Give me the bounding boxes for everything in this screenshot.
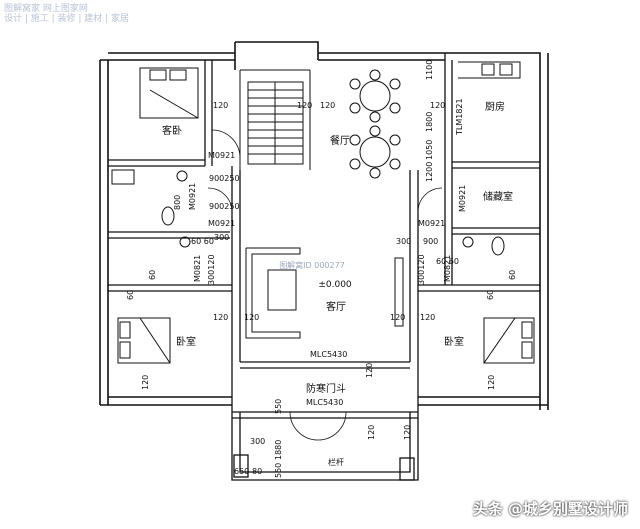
bath-fixtures (111, 169, 505, 256)
dim-300: 300 (396, 237, 411, 246)
dim-120: 120 (420, 313, 435, 322)
dim-900: 900 (423, 237, 438, 246)
label-guest-bedroom: 客卧 (162, 124, 182, 137)
dim-120: 120 (244, 313, 259, 322)
dim-300120: 300120 (207, 254, 216, 285)
sofa-set (245, 247, 404, 339)
door-m0921-a: M0921 (208, 151, 235, 160)
dim-60-60: 60 60 (191, 237, 214, 246)
dim-120: 120 (430, 101, 445, 110)
dim-120: 120 (403, 425, 412, 440)
door-swings (207, 129, 443, 441)
dim-120: 120 (365, 363, 374, 378)
label-vestibule: 防寒门斗 (306, 382, 346, 395)
dim-550: 550 (274, 463, 283, 478)
label-storage: 储藏室 (483, 190, 513, 203)
label-living: 客厅 (326, 300, 346, 313)
dim-60: 60 (508, 270, 517, 280)
kitchen-counter (458, 61, 521, 79)
door-tlm1821: TLM1821 (455, 98, 464, 136)
dim-120: 120 (390, 313, 405, 322)
dim-120: 120 (367, 425, 376, 440)
dim-60: 60 (126, 290, 135, 300)
door-m0921-f: M0921 (319, 181, 328, 208)
label-bedroom-right: 卧室 (444, 335, 464, 348)
dim-1800: 1800 (425, 112, 434, 132)
watermark-top-line1: 图解窝家 网上图家网 (4, 4, 88, 14)
stair (239, 69, 311, 170)
interior-walls (108, 53, 540, 405)
door-m0921-d: M0921 (188, 183, 197, 210)
dim-120: 120 (141, 375, 150, 390)
watermark-center: 图解窝ID 000277 (279, 260, 345, 270)
vestibule-walls (231, 405, 419, 481)
bed-left (117, 317, 171, 364)
dim-120: 120 (297, 101, 312, 110)
label-dining: 餐厅 (330, 134, 350, 147)
dim-120: 120 (320, 101, 335, 110)
label-kitchen: 厨房 (485, 100, 505, 113)
dim-60: 60 (486, 290, 495, 300)
elevation-mark: ±0.000 (318, 280, 352, 290)
dim-60: 60 (148, 270, 157, 280)
door-m0921-e: M0921 (458, 185, 467, 212)
bed-guest (139, 67, 199, 119)
dim-120: 120 (487, 375, 496, 390)
dim-1050: 1050 (425, 140, 434, 160)
dim-120: 120 (213, 101, 228, 110)
dining-tables (349, 69, 401, 179)
dim-800: 800 (173, 195, 182, 210)
dim-1200: 1200 (425, 162, 434, 182)
label-railing: 栏杆 (328, 457, 344, 467)
door-mlc5430-b: MLC5430 (306, 398, 343, 407)
door-m0921-c: M0921 (418, 219, 445, 228)
watermark-top: 图解窝家 网上图家网 设计 | 施工 | 装修 | 建材 | 家居 (4, 4, 129, 24)
dim-550: 550 (274, 399, 283, 414)
watermark-top-line2: 设计 | 施工 | 装修 | 建材 | 家居 (4, 14, 130, 24)
door-m0821-right: M0821 (443, 255, 452, 282)
dim-80: 80 (252, 467, 262, 476)
dim-900250: 900250 (209, 202, 240, 211)
dim-650: 650 (234, 467, 249, 476)
bed-right (483, 317, 535, 364)
dim-900250: 900250 (209, 174, 240, 183)
dim-60-60: 60 60 (436, 257, 459, 266)
dim-1880: 1880 (274, 440, 283, 460)
dim-300120: 300120 (417, 254, 426, 285)
door-m0921-b: M0921 (208, 219, 235, 228)
footer-brand: 头条 @城乡别墅设计师 (472, 500, 628, 518)
label-bedroom-left: 卧室 (176, 335, 196, 348)
dim-1100: 1100 (425, 60, 434, 80)
dim-300: 300 (250, 437, 265, 446)
door-m0821-left: M0821 (193, 255, 202, 282)
dim-120: 120 (213, 313, 228, 322)
dim-300: 300 (214, 233, 229, 242)
door-mlc5430-a: MLC5430 (310, 350, 347, 359)
